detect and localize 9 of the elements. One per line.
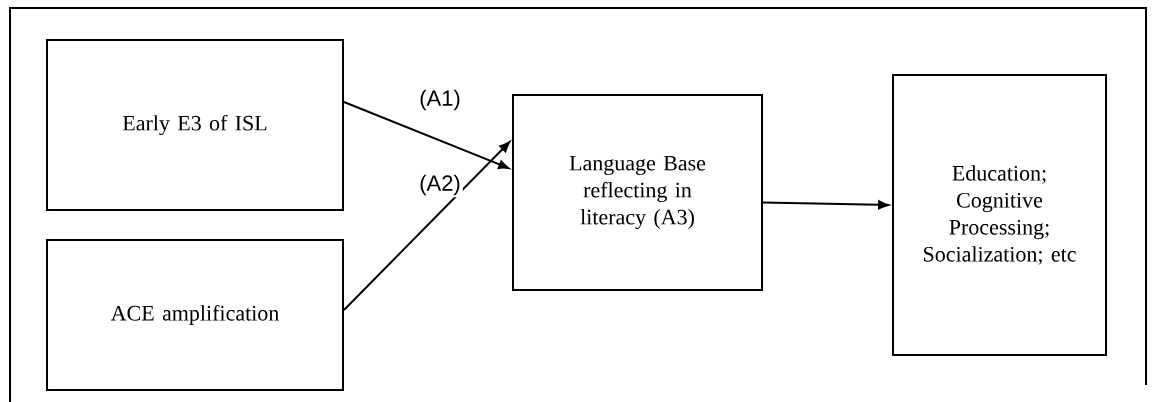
text-box: Education; Cognitive Processing; Socialization; etc bbox=[892, 74, 1107, 356]
edge-label: (A1) bbox=[417, 87, 463, 113]
edge-label: (A2) bbox=[417, 172, 463, 198]
text-box: Early E3 of ISL bbox=[46, 39, 344, 211]
text-box: Language Base reflecting in literacy (A3) bbox=[512, 94, 763, 291]
arrow bbox=[762, 200, 889, 210]
text-box: ACE amplification bbox=[46, 239, 344, 391]
arrow bbox=[343, 101, 510, 169]
arrow bbox=[343, 141, 511, 311]
